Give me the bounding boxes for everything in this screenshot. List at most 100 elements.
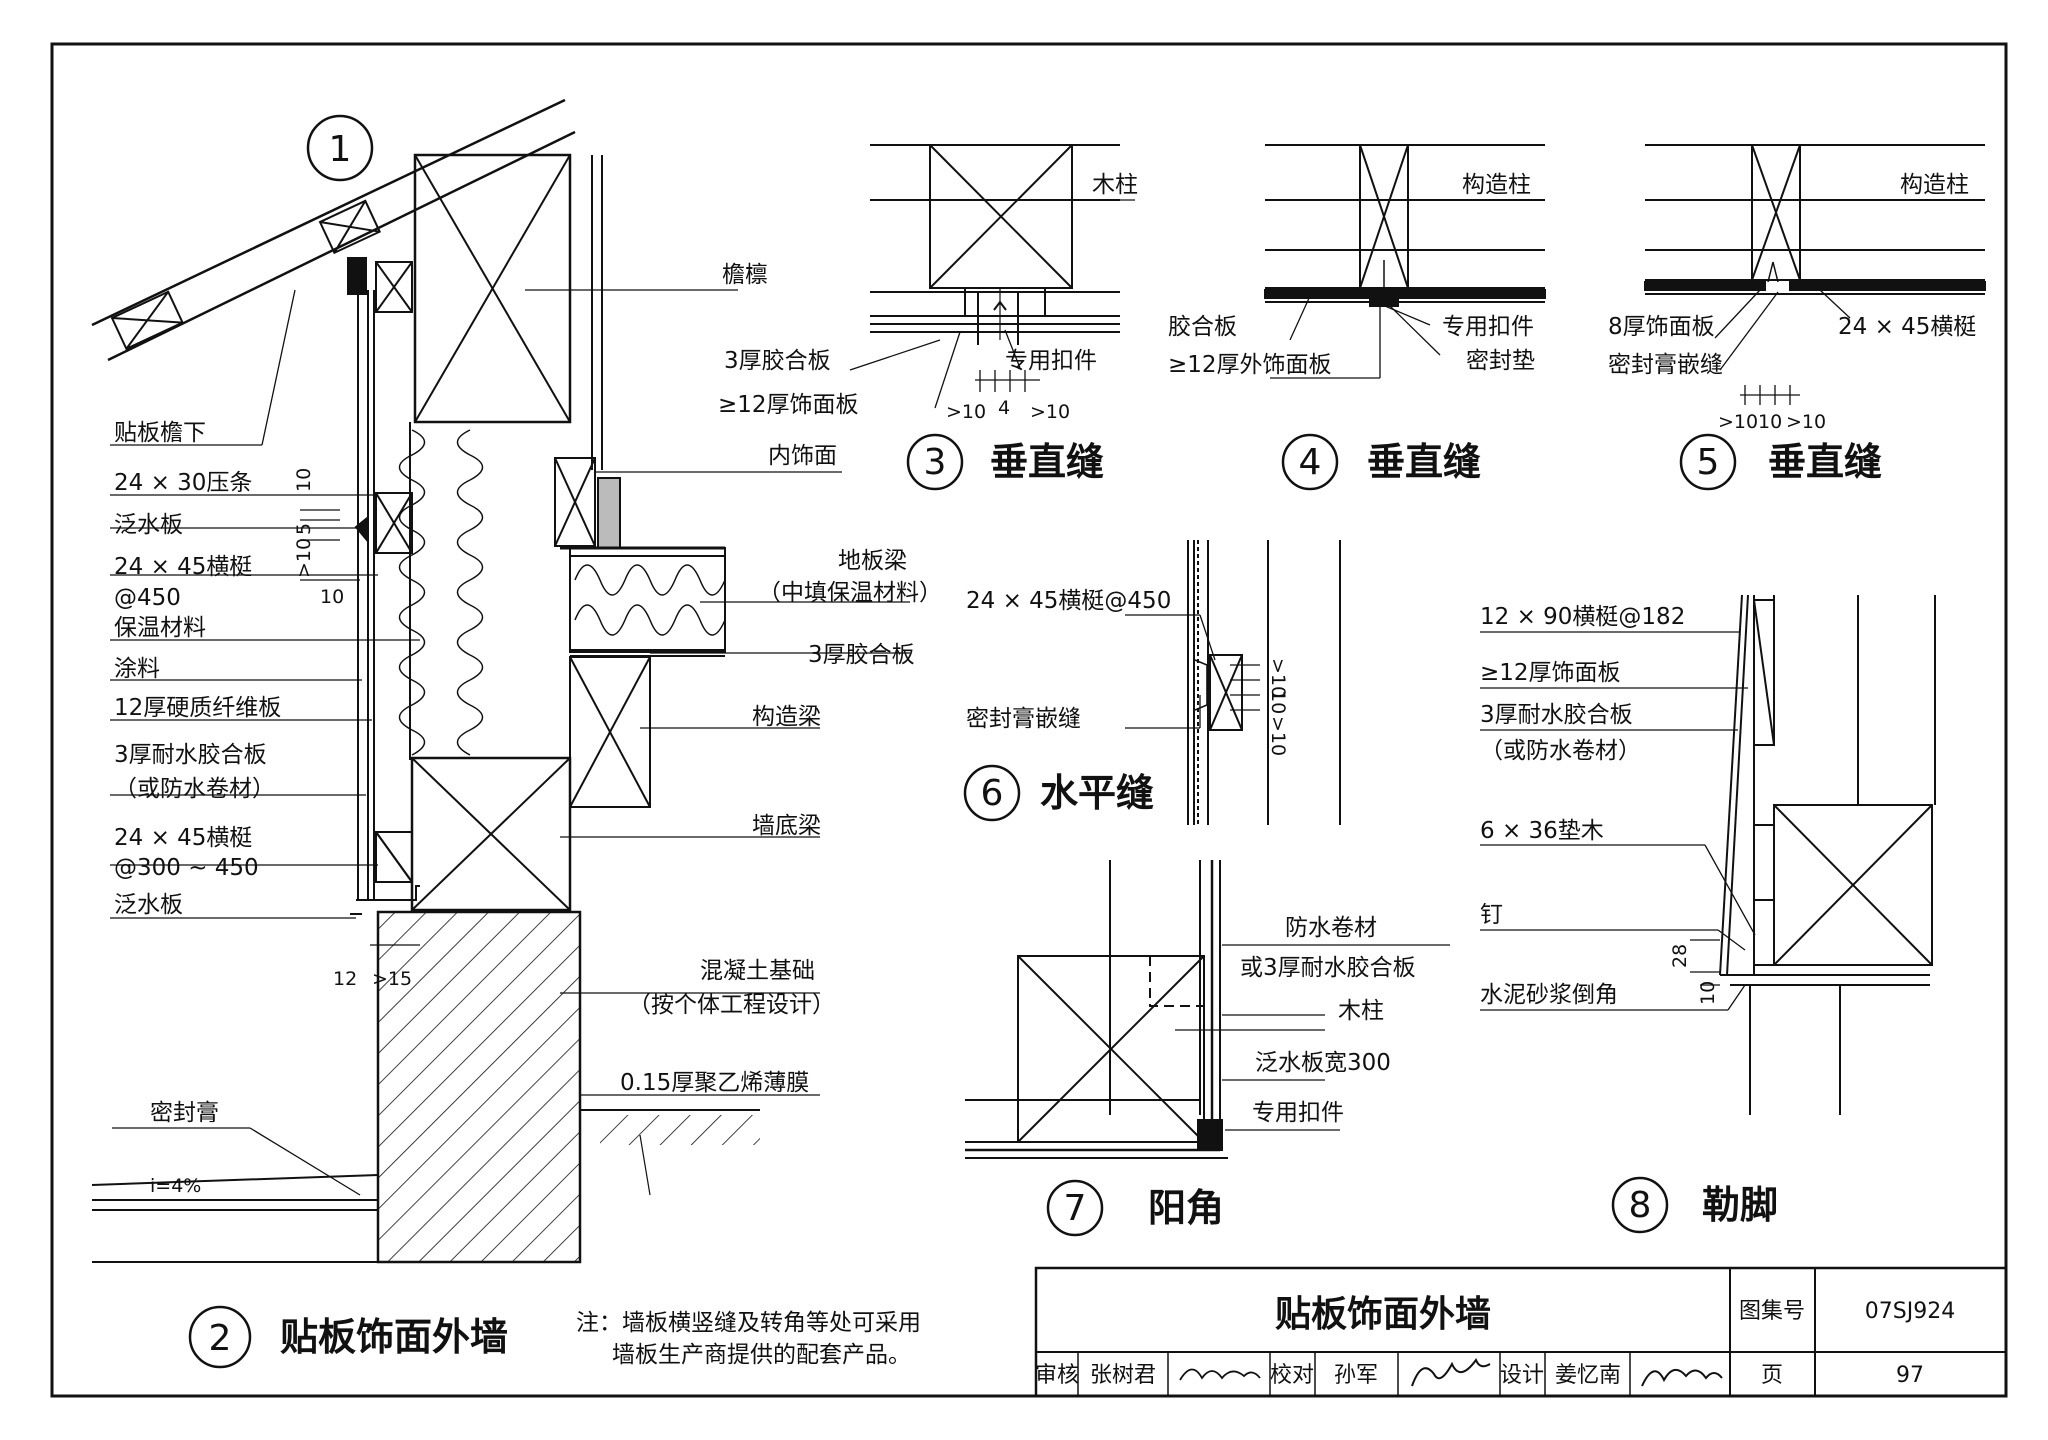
d8-label-board: ≥12厚饰面板 — [1480, 660, 1621, 686]
label-fiber-board: 12厚硬质纤维板 — [114, 695, 281, 721]
dim-12: 12 — [333, 968, 357, 990]
d5-dim-b: 10 — [1758, 411, 1782, 433]
d8-label-plywood: 3厚耐水胶合板 — [1480, 702, 1633, 728]
d8-dim-b: 10 — [1697, 981, 1719, 1005]
label-eave-purlin: 檐檩 — [722, 262, 768, 288]
label-plywood-wp: 3厚耐水胶合板 — [114, 742, 267, 768]
d6-dim-c: >10 — [1267, 716, 1289, 756]
check-label: 校对 — [1270, 1363, 1314, 1388]
label-insulation: 保温材料 — [114, 615, 206, 641]
d3-dim-b: 4 — [998, 397, 1010, 419]
detail-1-labels: 1 檐檩 贴板檐下 24 × 30压条 泛水板 24 × 45横梃 @450 保… — [114, 114, 942, 1197]
title-block — [1034, 1266, 2008, 1398]
label-under-eave: 贴板檐下 — [114, 420, 206, 446]
label-interior-finish: 内饰面 — [768, 443, 837, 469]
label-flashing-bottom: 泛水板 — [114, 892, 183, 918]
detail-3-heading: 垂直缝 — [990, 440, 1104, 484]
label-sealant: 密封膏 — [150, 1100, 219, 1126]
detail-1-marker — [306, 114, 374, 182]
drawing-title: 贴板饰面外墙 — [1275, 1294, 1491, 1335]
detail-7-marker — [1046, 1179, 1104, 1237]
detail-8-marker — [1611, 1176, 1669, 1234]
d7-label-fastener: 专用扣件 — [1252, 1100, 1344, 1126]
reviewer-signature — [1179, 1368, 1261, 1381]
detail-6-marker — [963, 764, 1021, 822]
label-floor-beam-note: （中填保温材料） — [758, 580, 942, 606]
detail-7-heading: 阳角 — [1148, 1186, 1224, 1230]
label-batten-450: 24 × 45横梃 — [114, 554, 252, 580]
d6-dim-a: >10 — [1267, 658, 1289, 698]
detail-2-heading: 贴板饰面外墙 — [280, 1315, 508, 1359]
detail-4-labels: 构造柱 胶合板 ≥12厚外饰面板 专用扣件 密封垫 4 垂直缝 — [1168, 172, 1535, 491]
atlas-label: 图集号 — [1739, 1299, 1805, 1324]
wall-insulation — [398, 429, 426, 756]
d4-label-plywood: 胶合板 — [1168, 314, 1237, 340]
reviewer-name: 张树君 — [1090, 1363, 1156, 1388]
d6-label-batten: 24 × 45横梃@450 — [966, 588, 1171, 614]
d8-label-mortar: 水泥砂浆倒角 — [1480, 982, 1618, 1008]
label-flashing-top: 泛水板 — [114, 512, 183, 538]
d6-dim-b: 10 — [1267, 690, 1289, 714]
detail-5-marker — [1679, 433, 1737, 491]
detail-8 — [1480, 594, 1936, 1115]
label-pe-film: 0.15厚聚乙烯薄膜 — [620, 1070, 809, 1096]
d3-label-plywood: 3厚胶合板 — [724, 348, 831, 374]
structural-beam — [569, 656, 651, 808]
d5-label-batten: 24 × 45横梃 — [1838, 314, 1976, 340]
d8-label-plywood-alt: （或防水卷材） — [1480, 738, 1641, 764]
d5-label-sealant: 密封膏嵌缝 — [1608, 352, 1723, 378]
detail-6-labels: 24 × 45横梃@450 密封膏嵌缝 >10 10 >10 6 水平缝 — [963, 588, 1289, 822]
general-note: 注：墙板横竖缝及转角等处可采用 墙板生产商提供的配套产品。 — [576, 1310, 921, 1368]
detail-4-number: 4 — [1299, 442, 1322, 483]
label-foundation-note: （按个体工程设计） — [628, 992, 835, 1018]
label-foundation: 混凝土基础 — [700, 958, 815, 984]
d3-label-post: 木柱 — [1092, 172, 1138, 198]
detail-3-marker — [906, 433, 964, 491]
d5-label-board: 8厚饰面板 — [1608, 314, 1715, 340]
designer-name: 姜忆南 — [1555, 1363, 1621, 1388]
d8-sill-beam — [1773, 804, 1933, 966]
dim-10c: 10 — [320, 586, 344, 608]
d8-label-batten: 12 × 90横梃@182 — [1480, 604, 1685, 630]
detail-6-number: 6 — [981, 773, 1004, 814]
label-strip: 24 × 30压条 — [114, 470, 252, 496]
detail-7 — [965, 860, 1450, 1159]
detail-5 — [1644, 144, 1986, 405]
d7-label-membrane-alt: 或3厚耐水胶合板 — [1240, 955, 1416, 981]
detail-8-labels: 12 × 90横梃@182 ≥12厚饰面板 3厚耐水胶合板 （或防水卷材） 6 … — [1480, 604, 1778, 1234]
detail-7-labels: 防水卷材 或3厚耐水胶合板 木柱 泛水板宽300 专用扣件 7 阳角 — [1046, 915, 1416, 1237]
detail-6 — [1125, 540, 1341, 825]
detail-3 — [849, 144, 1135, 409]
detail-8-number: 8 — [1629, 1185, 1652, 1226]
dim-5: 5 — [293, 523, 315, 535]
label-batten-450-spacing: @450 — [114, 585, 181, 611]
detail-1 — [91, 98, 910, 1264]
design-label: 设计 — [1500, 1363, 1544, 1388]
atlas-number: 07SJ924 — [1865, 1299, 1955, 1324]
detail-7-number: 7 — [1064, 1188, 1087, 1229]
dim-10b: >10 — [293, 538, 315, 578]
review-label: 审核 — [1035, 1363, 1079, 1388]
detail-3-number: 3 — [924, 442, 947, 483]
title-block-text: 贴板饰面外墙 图集号 07SJ924 审核 张树君 校对 孙军 设计 姜忆南 页… — [1035, 1294, 1955, 1388]
d7-label-post: 木柱 — [1338, 998, 1384, 1024]
d6-label-sealant: 密封膏嵌缝 — [966, 706, 1081, 732]
label-coating: 涂料 — [114, 656, 160, 682]
d7-label-flashing: 泛水板宽300 — [1255, 1050, 1391, 1076]
roof-rafter-box — [110, 199, 382, 351]
label-batten-300: 24 × 45横梃 — [114, 825, 252, 851]
detail-4 — [1264, 144, 1546, 379]
detail-2-title: 2 贴板饰面外墙 — [188, 1305, 508, 1369]
detail-5-labels: 构造柱 8厚饰面板 密封膏嵌缝 24 × 45横梃 >10 10 >10 5 垂… — [1608, 172, 1976, 491]
d8-label-nail: 钉 — [1480, 902, 1503, 928]
note-line-1: 注：墙板横竖缝及转角等处可采用 — [576, 1310, 921, 1336]
d4-label-fastener: 专用扣件 — [1442, 314, 1534, 340]
sheet-border — [50, 42, 2008, 1398]
floor-beam — [569, 547, 726, 653]
label-sill-beam: 墙底梁 — [752, 813, 821, 839]
d8-dim-a: 28 — [1669, 944, 1691, 968]
note-line-2: 墙板生产商提供的配套产品。 — [612, 1342, 911, 1368]
d5-dim-a: >10 — [1718, 411, 1758, 433]
page-number: 97 — [1896, 1363, 1924, 1388]
